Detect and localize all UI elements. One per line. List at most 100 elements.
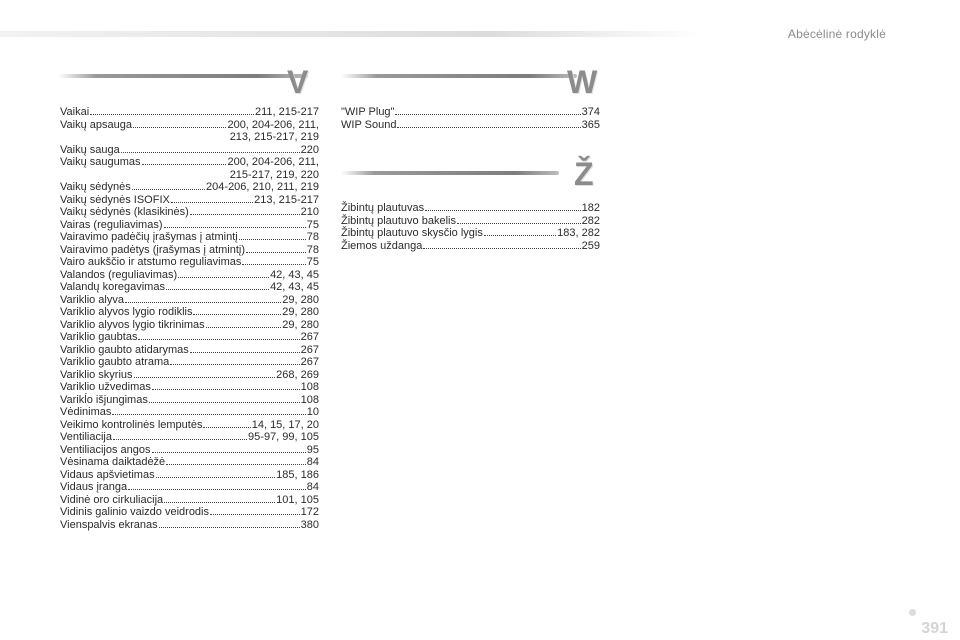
index-term: Variklio alyvos lygio rodiklis <box>60 306 193 318</box>
index-entry: Variklio gaubto atidarymas 267 <box>60 344 319 357</box>
index-pages: 108 <box>300 381 319 393</box>
index-term: Vaikų sėdynės ISOFIX <box>60 193 170 206</box>
index-term: Variklio gaubtas <box>60 331 138 343</box>
header-bar <box>0 31 700 37</box>
index-term: Variklio gaubto atrama <box>60 356 170 368</box>
index-entry: Vairavimo padėtys (įrašymas į atmintį) 78 <box>60 244 319 257</box>
page-marker-dot <box>909 609 916 616</box>
section-z-letter: Ž <box>574 156 594 192</box>
dot-leader <box>163 219 306 228</box>
index-term: Variklio gaubto atidarymas <box>60 343 189 356</box>
index-term: Vidinė oro cirkuliacija <box>60 493 164 506</box>
page-title: Abėcėlinė rodyklė <box>787 27 886 41</box>
page-number: 391 <box>921 620 948 637</box>
index-term: Vaikų sėdynės (klasikinės) <box>60 206 189 218</box>
dot-leader <box>178 269 270 278</box>
index-pages: 10 <box>306 406 319 418</box>
index-term: Valandos (reguliavimas) <box>60 268 178 281</box>
index-entry: Vairavimo padėčių įrašymas į atmintį 78 <box>60 231 319 244</box>
index-pages: 282 <box>581 214 600 227</box>
index-term: Vaikų sauga <box>60 143 120 156</box>
index-term: Valandų koregavimas <box>60 281 165 293</box>
index-pages: 200, 204-206, 211, <box>227 156 319 168</box>
dot-leader <box>203 419 251 428</box>
index-term: Vairavimo padėčių įrašymas į atmintį <box>60 231 238 243</box>
section-v-letter: V <box>287 64 309 100</box>
dot-leader <box>120 144 300 153</box>
index-pages: 380 <box>300 518 319 531</box>
index-pages: 185, 186 <box>276 468 319 481</box>
dot-leader <box>483 227 557 236</box>
dot-leader <box>128 481 306 490</box>
dot-leader <box>395 106 581 115</box>
index-pages: 210 <box>300 206 319 218</box>
dot-leader <box>125 294 282 303</box>
index-pages: 29, 280 <box>282 318 319 331</box>
index-pages: 29, 280 <box>282 306 319 318</box>
dot-leader <box>165 281 270 290</box>
index-term: Vairavimo padėtys (įrašymas į atmintį) <box>60 243 246 256</box>
index-pages: 267 <box>300 343 319 356</box>
index-term: Vėdinimas <box>60 406 112 418</box>
dot-leader <box>131 181 206 190</box>
index-term: Vidaus apšvietimas <box>60 468 155 481</box>
index-term: WIP Sound <box>341 118 397 131</box>
index-term: Vairas (reguliavimas) <box>60 218 163 231</box>
index-term: Vaikų saugumas <box>60 156 141 168</box>
index-pages: 267 <box>300 331 319 343</box>
index-pages: 78 <box>306 243 319 256</box>
index-pages: 200, 204-206, 211, <box>227 118 319 131</box>
index-pages: 183, 282 <box>557 227 600 239</box>
index-term: Žiemos uždanga <box>341 239 423 252</box>
index-entry: Variklio gaubtas 267 <box>60 331 319 344</box>
index-pages: 204-206, 210, 211, 219 <box>206 181 319 193</box>
dot-leader <box>170 356 300 365</box>
index-entry: Vairas (reguliavimas) 75 <box>60 219 319 232</box>
dot-leader <box>133 369 276 378</box>
index-term: Vaikai <box>60 106 90 118</box>
index-pages: 42, 43, 45 <box>270 281 319 293</box>
dot-leader <box>112 406 306 415</box>
index-entry: "WIP Plug"374 <box>341 106 600 119</box>
dot-leader <box>112 431 248 440</box>
dot-leader <box>141 156 227 165</box>
dot-leader <box>170 194 254 203</box>
index-pages: 78 <box>306 231 319 243</box>
section-z-bar <box>341 171 559 175</box>
index-pages: 42, 43, 45 <box>270 268 319 281</box>
dot-leader <box>423 240 581 249</box>
index-pages: 75 <box>306 218 319 231</box>
section-w-letter: W <box>567 64 598 100</box>
dot-leader <box>193 306 282 315</box>
dot-leader <box>132 119 227 128</box>
index-pages: 374 <box>581 106 600 118</box>
index-entry: Vėdinimas 10 <box>60 406 319 419</box>
index-term: Vėsinama daiktadėžė <box>60 456 166 468</box>
index-term: Variklio užvedimas <box>60 381 151 393</box>
index-pages: 182 <box>581 202 600 214</box>
index-pages-continued: 215-217, 219, 220 <box>229 168 319 181</box>
dot-leader <box>166 456 306 465</box>
dot-leader <box>242 256 306 265</box>
dot-leader <box>189 344 300 353</box>
index-term: Ventiliacijos angos <box>60 443 151 456</box>
index-term: Vairo aukščio ir atstumo reguliavimas <box>60 256 242 268</box>
index-term: Variklio skyrius <box>60 368 133 381</box>
index-entry: Vidaus apšvietimas 185, 186 <box>60 469 319 482</box>
